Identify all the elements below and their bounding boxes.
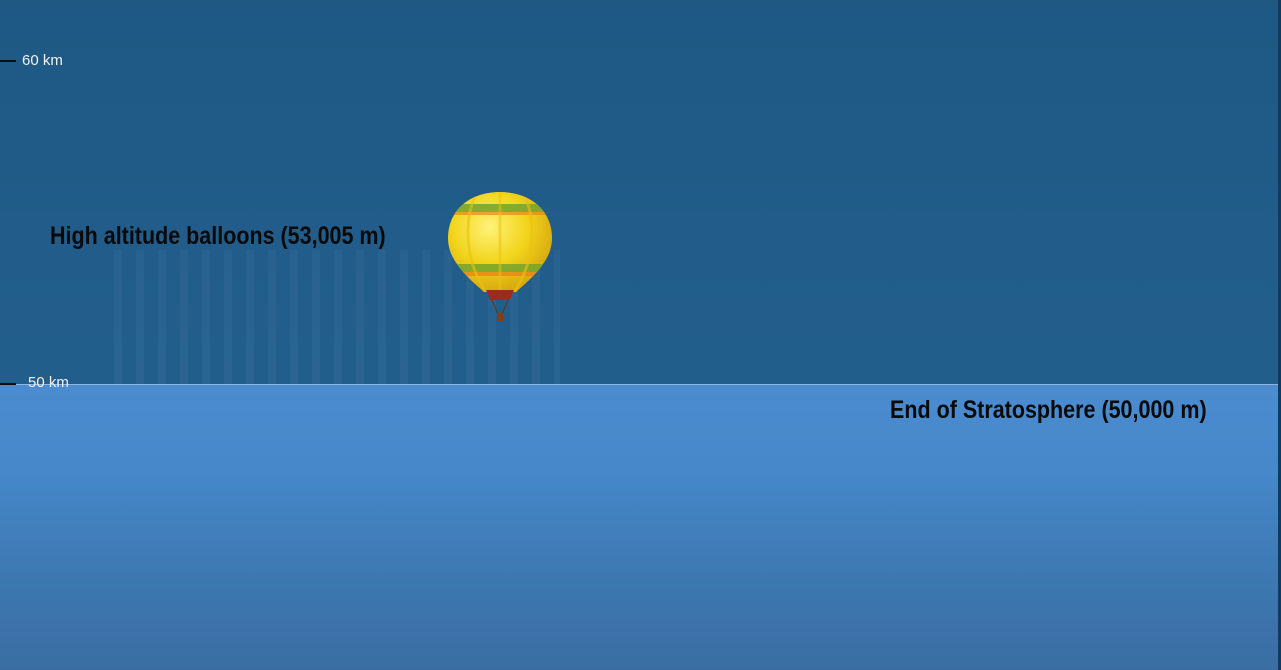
stratosphere-end-label: End of Stratosphere (50,000 m)	[890, 396, 1207, 424]
tick-50km	[0, 383, 16, 385]
stratosphere-boundary-line	[0, 384, 1281, 385]
tick-label-50km: 50 km	[28, 374, 69, 391]
mesosphere-band	[0, 0, 1281, 384]
stratosphere-band	[0, 384, 1281, 670]
balloon-altitude-label: High altitude balloons (53,005 m)	[50, 222, 386, 250]
tick-label-60km: 60 km	[22, 52, 63, 69]
tick-60km	[0, 60, 16, 62]
right-edge-border	[1278, 0, 1281, 670]
hot-air-balloon-icon	[448, 192, 552, 321]
